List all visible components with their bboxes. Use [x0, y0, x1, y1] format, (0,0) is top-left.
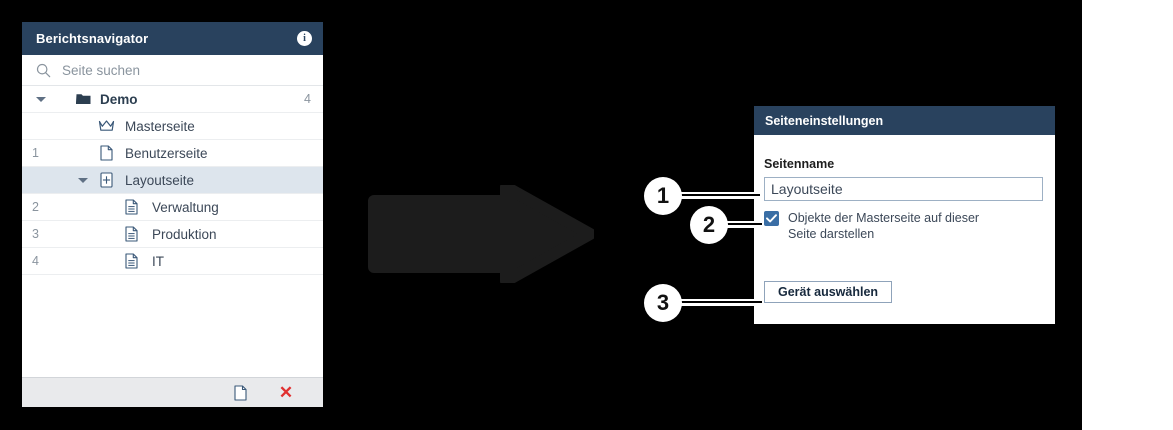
master-objects-checkbox-row[interactable]: Objekte der Masterseite auf dieser Seite… [764, 210, 1010, 242]
callout-badge-3: 3 [644, 284, 682, 322]
tree-row-number: 2 [32, 200, 39, 214]
tree-row-label: Masterseite [125, 118, 195, 134]
tree-row[interactable]: Masterseite [22, 113, 323, 140]
tree-row[interactable]: 2 Verwaltung [22, 194, 323, 221]
delete-glyph: ✕ [278, 383, 294, 402]
check-icon [766, 214, 777, 223]
page-lines-icon [125, 226, 138, 242]
callout-badge-2: 2 [690, 206, 728, 244]
folder-icon-wrap [76, 92, 91, 105]
page-icon [100, 145, 113, 161]
tree-row-label: Layoutseite [125, 172, 195, 188]
page-settings-dialog: Seiteneinstellungen Seitenname Layoutsei… [754, 106, 1055, 324]
tree-row-number: 4 [32, 254, 39, 268]
callout-leader-line-3 [676, 299, 762, 306]
page-lines-icon-wrap [125, 226, 138, 242]
tree-row-number: 1 [32, 146, 39, 160]
tree-row-label: Produktion [152, 226, 217, 242]
page-lines-icon [125, 199, 138, 215]
page-name-label: Seitenname [764, 157, 835, 171]
new-page-icon[interactable] [231, 384, 249, 402]
close-x-icon[interactable]: ✕ [277, 384, 295, 402]
search-icon [36, 63, 51, 77]
search-input[interactable]: Seite suchen [22, 55, 323, 86]
tree-row[interactable]: 1 Benutzerseite [22, 140, 323, 167]
master-objects-checkbox-label: Objekte der Masterseite auf dieser Seite… [788, 211, 980, 241]
page-name-value: Layoutseite [771, 181, 843, 197]
page-name-field[interactable]: Layoutseite [764, 177, 1043, 201]
page-plus-icon [100, 172, 113, 188]
page-lines-icon-wrap [125, 199, 138, 215]
callout-badge-1: 1 [644, 177, 682, 215]
callout-leader-line-2 [722, 221, 762, 228]
right-arrow-icon [368, 181, 596, 287]
page-lines-icon-wrap [125, 253, 138, 269]
dialog-title: Seiteneinstellungen [765, 113, 884, 128]
page-plus-icon-wrap [100, 172, 113, 188]
master-objects-checkbox[interactable] [764, 211, 779, 226]
navigator-header: Berichtsnavigator i [22, 22, 323, 55]
search-placeholder: Seite suchen [62, 62, 141, 78]
page-lines-icon [125, 253, 138, 269]
dialog-body: Seitenname Layoutseite Objekte der Maste… [754, 135, 1055, 324]
chevron-down-icon[interactable] [78, 178, 88, 183]
select-device-button[interactable]: Gerät auswählen [764, 281, 893, 303]
page-title: Berichtsnavigator [36, 31, 149, 46]
tree-row-number: 3 [32, 227, 39, 241]
dialog-header: Seiteneinstellungen [754, 106, 1055, 135]
tree-row[interactable]: Demo 4 [22, 86, 323, 113]
tree-row-count: 4 [304, 92, 311, 106]
info-icon[interactable]: i [297, 31, 312, 46]
tree-row-label: Verwaltung [152, 199, 219, 215]
tree-row[interactable]: 3 Produktion [22, 221, 323, 248]
page-icon-wrap [100, 145, 113, 161]
folder-icon [76, 94, 91, 104]
right-white-gutter [1082, 0, 1173, 430]
tree-row-label: Benutzerseite [125, 145, 208, 161]
navigator-footer-toolbar: ✕ [22, 377, 323, 407]
callout-leader-line-1 [676, 192, 760, 199]
tree-row[interactable]: Layoutseite [22, 167, 323, 194]
chevron-down-icon[interactable] [36, 97, 46, 102]
tree-row-label: IT [152, 253, 164, 269]
crown-icon [98, 120, 115, 131]
tree-row[interactable]: 4 IT [22, 248, 323, 275]
tree-row-label: Demo [100, 91, 138, 107]
crown-icon-wrap [98, 118, 115, 133]
